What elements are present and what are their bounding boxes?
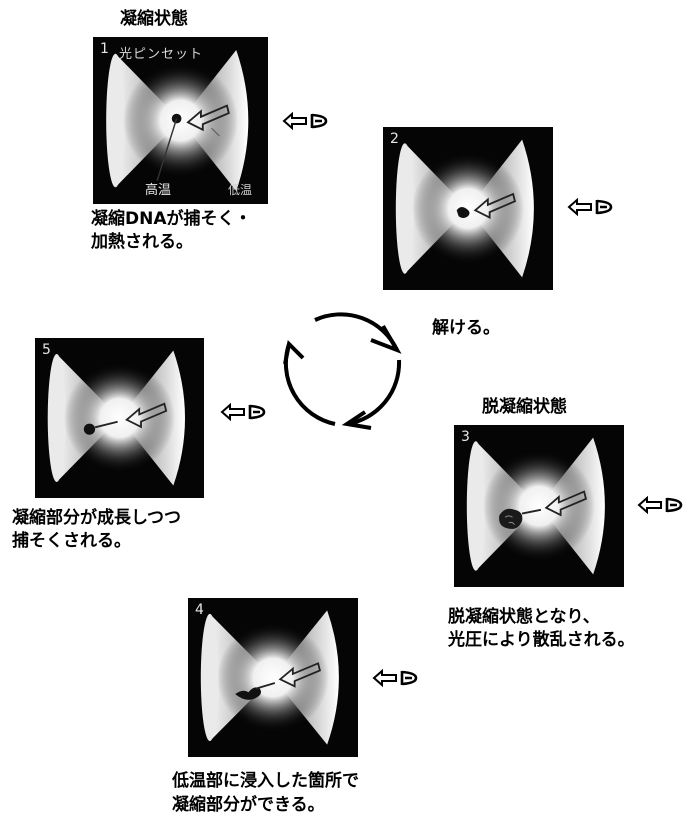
panel1-image: 1 光ピンセット 高温 低温 xyxy=(93,37,268,204)
panel3-caption-line1: 脱凝縮状態となり、 xyxy=(448,607,600,627)
optical-trap-diagram xyxy=(188,598,358,757)
optical-trap-diagram xyxy=(383,127,553,290)
optical-trap-diagram xyxy=(93,37,268,204)
panel3-heading: 脱凝縮状態 xyxy=(482,397,567,417)
panel5-image: 5 xyxy=(35,338,204,498)
panel5-number: 5 xyxy=(42,342,51,358)
eye-arrow-icon xyxy=(372,667,420,689)
panel2-image: 2 xyxy=(383,127,553,290)
eye-arrow-icon xyxy=(282,110,330,132)
panel3-caption-line2: 光圧により散乱される。 xyxy=(448,630,635,650)
panel1-heading: 凝縮状態 xyxy=(120,9,188,29)
panel3-number: 3 xyxy=(461,429,470,445)
panel4-caption-line1: 低温部に浸入した箇所で xyxy=(172,771,359,791)
optical-trap-diagram xyxy=(454,425,624,587)
optical-tweezers-label: 光ピンセット xyxy=(119,47,204,62)
panel1-caption-line2: 加熱される。 xyxy=(91,232,193,252)
eye-arrow-icon xyxy=(637,494,685,516)
low-temp-label: 低温 xyxy=(228,183,253,197)
panel1-caption-line1: 凝縮DNAが捕そく・ xyxy=(91,209,252,229)
panel2-caption: 解ける。 xyxy=(432,318,500,338)
optical-trap-diagram xyxy=(35,338,204,498)
panel5-caption-line2: 捕そくされる。 xyxy=(12,531,131,551)
panel3-image: 3 xyxy=(454,425,624,587)
eye-arrow-icon xyxy=(567,196,615,218)
panel5-caption-line1: 凝縮部分が成長しつつ xyxy=(12,508,181,528)
panel1-number: 1 xyxy=(100,41,109,57)
panel4-caption-line2: 凝縮部分ができる。 xyxy=(172,795,325,815)
panel4-image: 4 xyxy=(188,598,358,757)
panel2-number: 2 xyxy=(390,131,399,147)
high-temp-label: 高温 xyxy=(145,183,172,198)
cycle-arrows-icon xyxy=(283,312,402,430)
eye-arrow-icon xyxy=(220,401,268,423)
panel4-number: 4 xyxy=(195,602,204,618)
